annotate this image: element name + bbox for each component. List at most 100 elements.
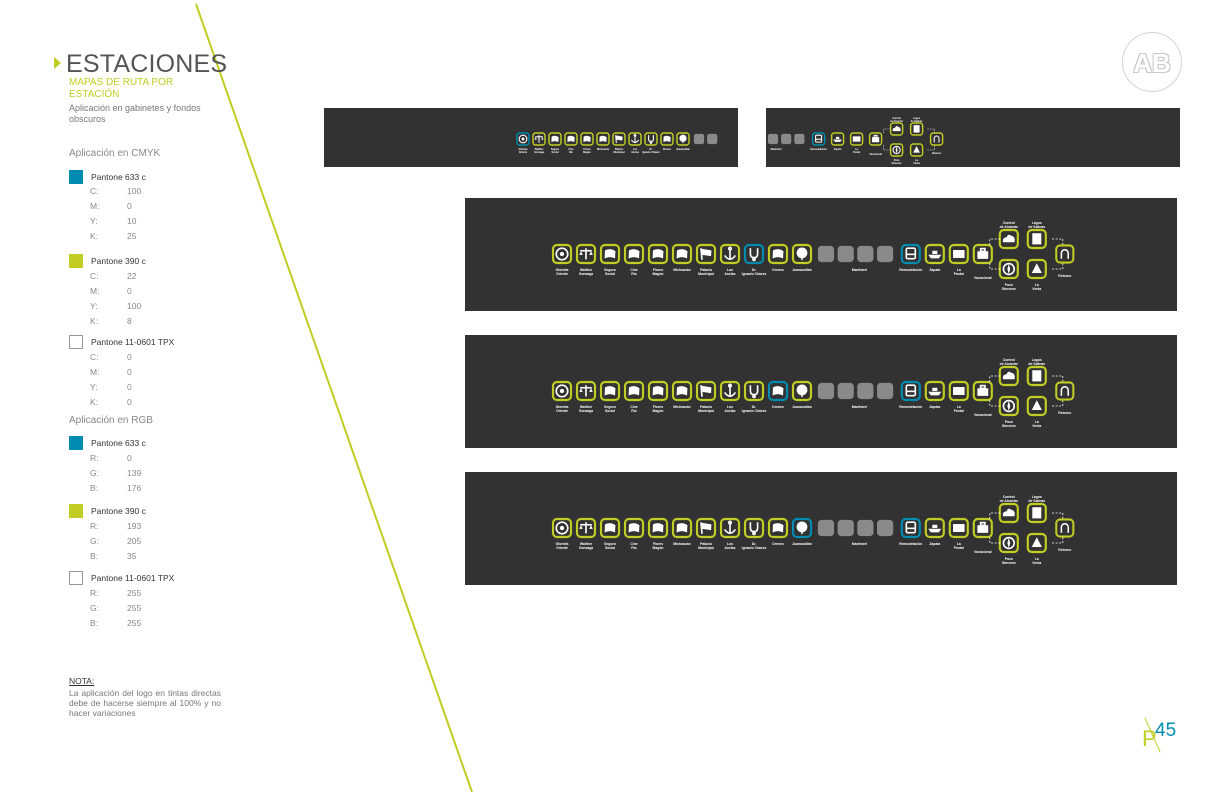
station-1 [516,132,530,146]
station-right-1 [900,380,921,402]
return-icon [1060,386,1069,396]
value-row: K:8 [90,316,132,326]
value-number: 0 [127,352,132,362]
value-key: Y: [90,216,98,226]
scroll-icon [1032,507,1042,519]
station-9 [743,243,765,265]
value-row: R:0 [90,453,132,463]
empty-station-tile [857,382,874,400]
station-tile [1055,381,1075,401]
tree-icon [679,134,687,144]
value-number: 0 [127,382,132,392]
branch-connector-down [883,145,891,151]
page-title: ESTACIONES [66,50,228,78]
value-number: 139 [127,468,142,478]
value-row: C:100 [90,186,141,196]
leaf-icon [772,249,784,259]
value-key: M: [90,286,100,296]
station-7 [695,243,717,265]
value-key: M: [90,367,100,377]
value-number: 0 [127,367,132,377]
cloud-icon [1002,371,1015,380]
rgb-section-title: Aplicación en RGB [69,415,153,426]
postcard-icon [953,250,965,258]
swatch-name: Pantone 633 c [91,172,146,182]
station-8 [719,517,741,539]
branch-connector-up [989,512,1001,519]
branch-connector-down-right [1052,537,1064,544]
page-number-value: 45 [1155,720,1177,741]
branch-connector-down [989,263,1001,270]
station-5 [647,380,669,402]
station-1 [551,380,573,402]
branch-connector-up [883,128,891,133]
value-row: Y:100 [90,301,141,311]
value-row: G:205 [90,536,141,546]
anchor-icon [723,246,737,261]
value-key: B: [90,551,99,561]
station-right-4 [868,132,883,146]
value-key: Y: [90,382,98,392]
station-right-2 [924,380,945,402]
suitcase-icon [977,521,989,533]
value-row: R:193 [90,521,141,531]
logo-text: AB [1133,48,1171,78]
station-6 [671,243,693,265]
empty-station-tile [781,133,792,145]
page-number: P 45 [1140,716,1190,753]
lion-icon [652,249,664,259]
lion-icon [583,135,591,142]
station-2 [575,380,597,402]
station-right-1 [900,243,921,265]
branch-connector-down-right [1052,263,1064,270]
station-label: Dr.Ignacio Chávez [742,405,767,413]
station-5 [647,243,669,265]
value-number: 255 [127,603,142,613]
return-icon [1060,523,1069,533]
station-tile [1055,244,1075,264]
value-key: G: [90,536,99,546]
station-right-4 [972,380,993,402]
value-number: 0 [127,397,132,407]
branch-connector-up-right [1052,238,1064,245]
shield-icon [604,386,616,396]
station-right-3 [849,132,864,146]
shield-icon [551,135,559,142]
station-11 [791,380,813,402]
value-key: C: [90,186,99,196]
anchor-icon [723,383,737,398]
station-10 [767,243,789,265]
shield-icon [604,249,616,259]
target-icon [555,384,569,398]
station-9 [743,380,765,402]
anchor-icon [723,520,737,535]
empty-station-tile [837,519,854,537]
branch-connector-up-right [1052,512,1064,519]
swatch-blue-box [69,436,83,450]
station-label: Juanacatlán [792,405,812,409]
station-tile [743,243,765,265]
compass-icon [1002,399,1016,413]
station-label: Dr.Ignacio Chávez [742,542,767,550]
station-label: Michoacán [673,542,691,546]
bell-icon [1031,537,1042,547]
station-label: Zapata [929,405,940,409]
station-label: Zapata [929,268,940,272]
station-label: Dr.Ignacio Chávez [642,148,660,154]
branch-upper-station [1026,228,1047,250]
branch-upper-station [1026,365,1047,387]
branch-lower-station [998,532,1019,554]
station-label: Remodelación [899,405,922,409]
